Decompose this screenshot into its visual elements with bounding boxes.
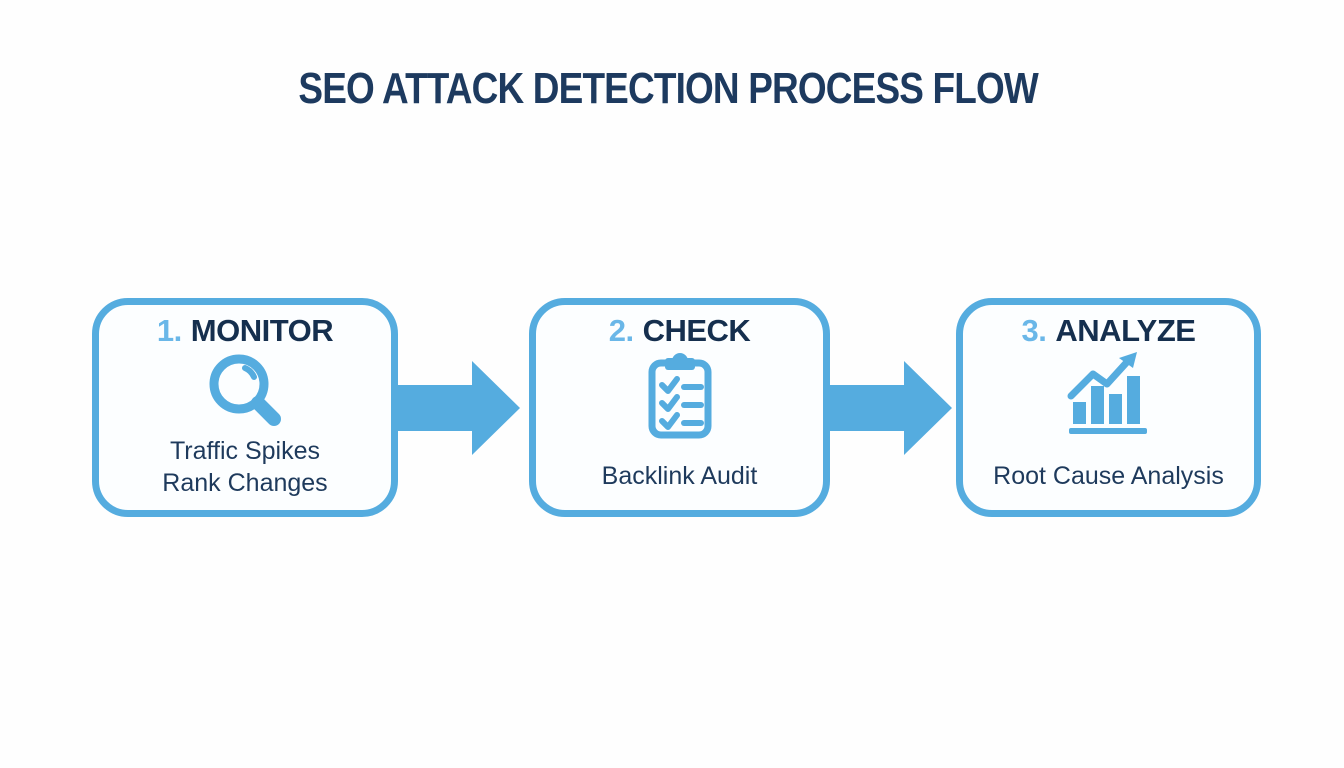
step-box-monitor: 1.MONITOR Traffic Spikes Rank Changes [92, 298, 398, 517]
step-details: Traffic Spikes Rank Changes [162, 435, 327, 499]
step-number: 3. [1021, 313, 1047, 348]
step-details: Backlink Audit [602, 460, 758, 492]
bar-chart-icon [1067, 351, 1151, 435]
detail-line: Backlink Audit [601, 462, 758, 490]
step-number: 1. [156, 313, 182, 348]
step-heading: 1.MONITOR [156, 313, 334, 349]
step-box-analyze: 3.ANALYZE Root Cause Analysis [956, 298, 1261, 517]
step-label: CHECK [642, 313, 751, 348]
detail-line: Rank Changes [162, 469, 328, 497]
detail-line: Root Cause Analysis [993, 462, 1224, 490]
step-heading: 2.CHECK [609, 313, 751, 349]
step-details: Root Cause Analysis [993, 460, 1224, 492]
arrow-right-icon [396, 361, 520, 455]
step-label: ANALYZE [1055, 313, 1196, 348]
step-box-check: 2.CHECK Backlink Audit [529, 298, 830, 517]
magnifier-icon [202, 351, 288, 435]
step-heading: 3.ANALYZE [1022, 313, 1196, 349]
checklist-icon [646, 351, 714, 441]
flow-title: SEO ATTACK DETECTION PROCESS FLOW [298, 64, 1038, 113]
detail-line: Traffic Spikes [169, 437, 321, 465]
step-number: 2. [608, 313, 634, 348]
arrow-right-icon [828, 361, 952, 455]
step-label: MONITOR [190, 313, 334, 348]
